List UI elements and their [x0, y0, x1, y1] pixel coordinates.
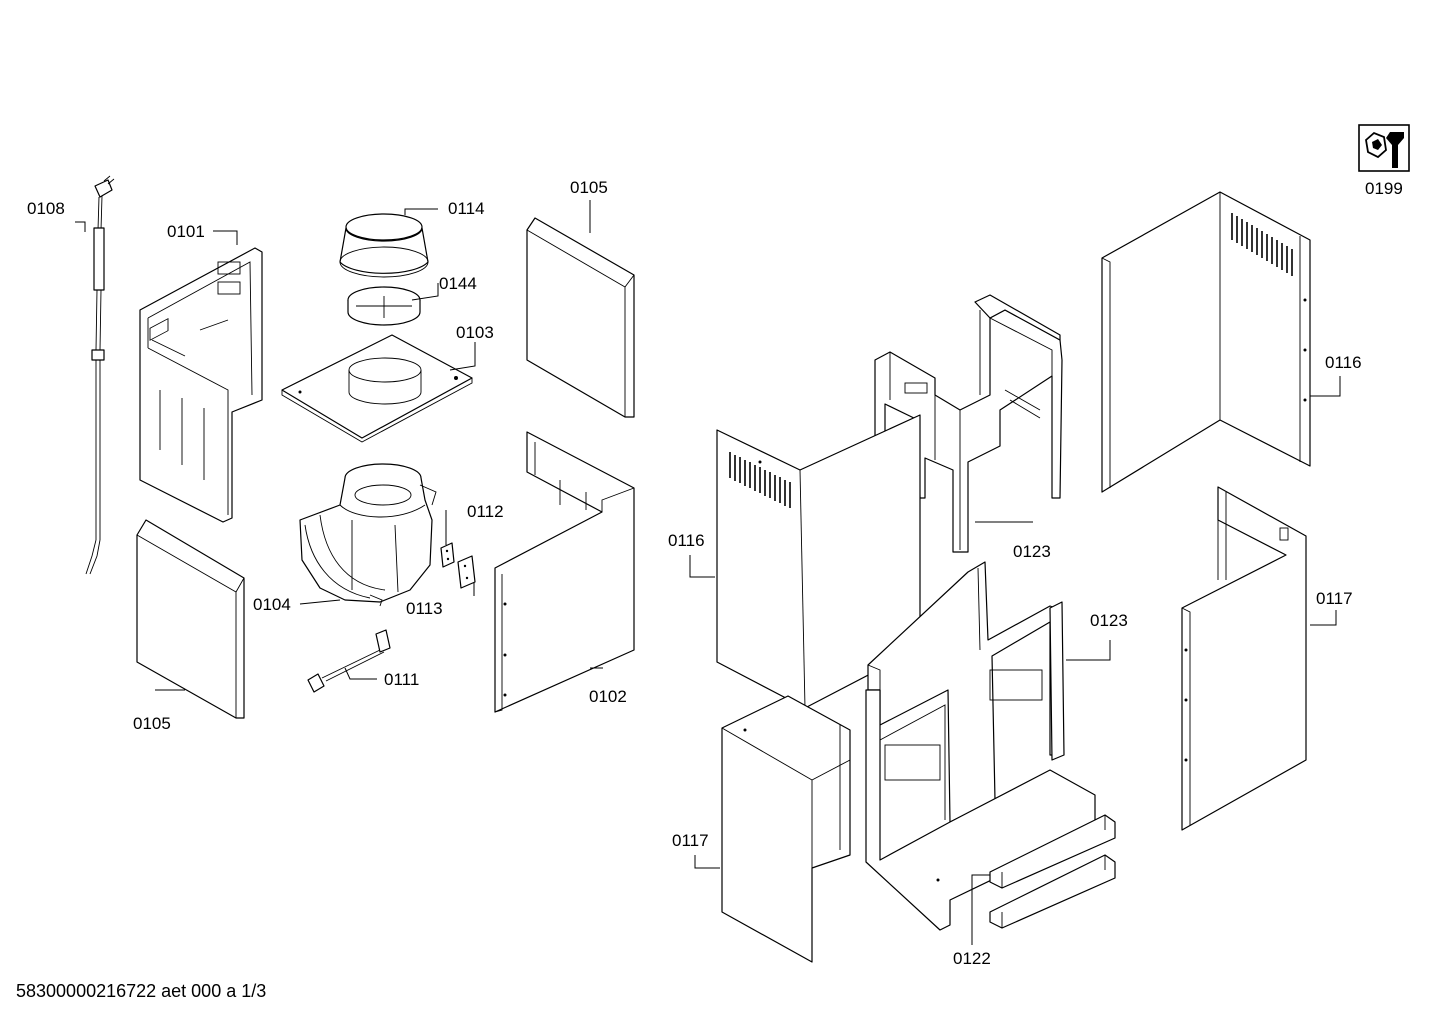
part-0105-side-panel-left [136, 519, 245, 719]
part-0117-lower-panel-left [721, 695, 851, 963]
label-0112: 0112 [467, 502, 504, 521]
part-0102-front-housing [494, 431, 635, 713]
part-0108-power-cable [85, 175, 115, 575]
part-0116-chimney-cover-right [1101, 191, 1311, 493]
part-0104-blower-motor [299, 463, 437, 607]
label-0144: 0144 [439, 274, 477, 293]
vent-slots-right [1231, 213, 1293, 276]
label-0103: 0103 [456, 323, 494, 342]
label-0104: 0104 [253, 595, 291, 614]
part-0112-control-board [440, 542, 455, 568]
part-0123-inner-frame-lower [865, 561, 1096, 931]
label-0105-top: 0105 [570, 178, 608, 197]
part-0144-backdraft-ring [347, 286, 421, 326]
part-0105-side-panel-top [526, 217, 635, 418]
nut-wrench-icon [1358, 124, 1410, 172]
label-0111: 0111 [384, 670, 419, 689]
label-0199: 0199 [1365, 179, 1403, 198]
part-0103-top-plate [281, 334, 473, 443]
label-0123-upper: 0123 [1013, 542, 1051, 561]
label-0108: 0108 [27, 199, 65, 218]
label-0113: 0113 [406, 599, 443, 618]
label-0101: 0101 [167, 222, 205, 241]
label-0114: 0114 [448, 199, 485, 218]
part-0116-chimney-cover-left [716, 414, 921, 709]
part-0117-lower-panel-right [1181, 486, 1307, 831]
label-0102: 0102 [589, 687, 627, 706]
part-labels: 0108 0101 0114 0144 0103 0105 0112 0113 … [27, 178, 1403, 968]
document-id: 58300000216722 aet 000 a 1/3 [16, 981, 267, 1001]
part-0113-electronics-board [457, 555, 476, 589]
vent-slots-left [729, 452, 791, 508]
label-0116-left: 0116 [668, 531, 705, 550]
label-0122: 0122 [953, 949, 991, 968]
leader-lines [75, 200, 1341, 945]
label-0123-lower: 0123 [1090, 611, 1128, 630]
part-0122-guide-rails [989, 814, 1116, 929]
part-0101-back-frame [139, 247, 263, 523]
label-0116-right: 0116 [1325, 353, 1362, 372]
label-0117-left: 0117 [672, 831, 709, 850]
part-0111-cable-harness [307, 629, 391, 693]
part-0114-air-outlet-ring [339, 213, 429, 278]
label-0105-bottom: 0105 [133, 714, 171, 733]
label-0117-right: 0117 [1316, 589, 1353, 608]
